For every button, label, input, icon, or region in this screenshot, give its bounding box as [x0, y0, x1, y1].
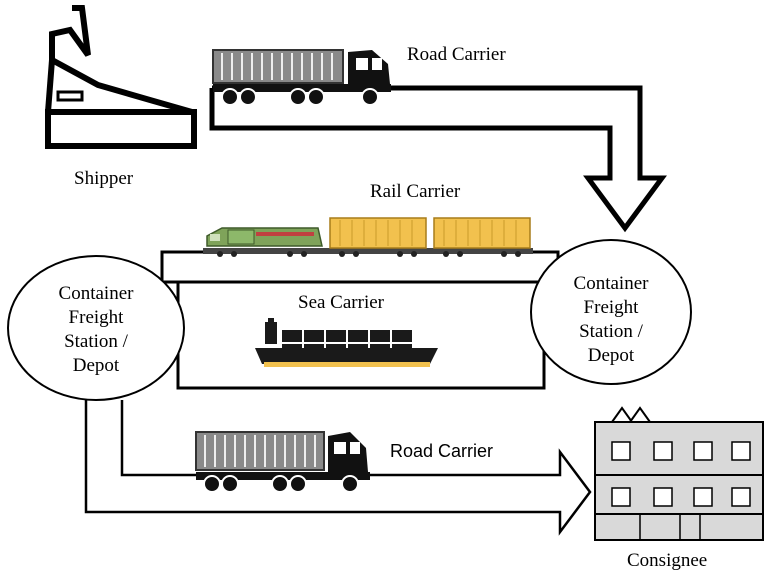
right-station-line-4: Depot	[587, 345, 635, 366]
right-station-line-3: Station /	[579, 321, 643, 342]
road-carrier-truck-top	[212, 49, 391, 106]
left-station-circle	[7, 255, 185, 401]
right-station-line-1: Container	[573, 273, 649, 294]
sea-carrier-ship	[255, 318, 438, 367]
consignee-label: Consignee	[627, 550, 708, 571]
sea-carrier-label: Sea Carrier	[298, 292, 384, 313]
road-carrier-truck-bottom	[195, 431, 370, 493]
rail-carrier-train	[203, 217, 533, 257]
left-station-label: Container Freight Station / Depot	[28, 282, 164, 378]
road-carrier-top-label: Road Carrier	[407, 44, 506, 65]
left-station-line-2: Freight	[68, 307, 124, 328]
rail-carrier-label: Rail Carrier	[370, 181, 461, 202]
left-station-line-3: Station /	[64, 331, 128, 352]
top-route-arrow	[209, 85, 667, 233]
consignee-building-icon	[594, 406, 764, 541]
left-station-line-4: Depot	[72, 355, 120, 376]
right-station-circle	[530, 239, 692, 385]
left-station-line-1: Container	[58, 283, 134, 304]
right-station-line-2: Freight	[583, 297, 639, 318]
road-carrier-bottom-label: Road Carrier	[390, 441, 494, 461]
shipper-label: Shipper	[74, 168, 134, 189]
right-station-label: Container Freight Station / Depot	[548, 272, 674, 368]
shipper-icon	[45, 5, 197, 149]
